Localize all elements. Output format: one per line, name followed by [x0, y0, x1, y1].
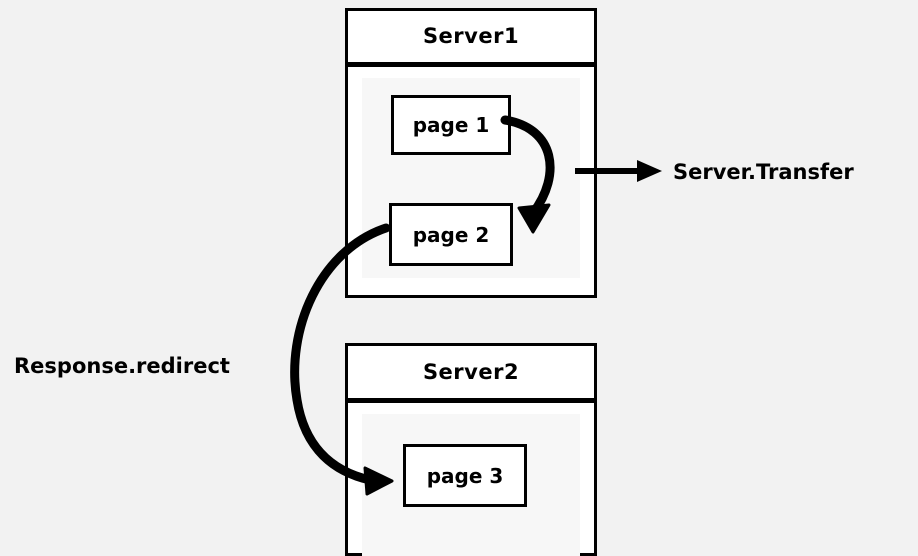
server1-title: Server1	[422, 24, 520, 48]
page-label: page 3	[426, 463, 504, 488]
server2-divider	[348, 398, 594, 403]
page-box-page2: page 2	[389, 203, 513, 266]
server1-divider	[348, 62, 594, 67]
page-box-page1: page 1	[391, 95, 511, 155]
response-redirect-label: Response.redirect	[14, 354, 230, 378]
page-label: page 2	[412, 222, 490, 247]
page-label: page 1	[412, 113, 490, 137]
page-box-page3: page 3	[403, 444, 527, 507]
server-transfer-label: Server.Transfer	[673, 160, 854, 184]
server2-title: Server2	[422, 360, 520, 384]
server-transfer-pointer-arrowhead	[637, 160, 662, 182]
